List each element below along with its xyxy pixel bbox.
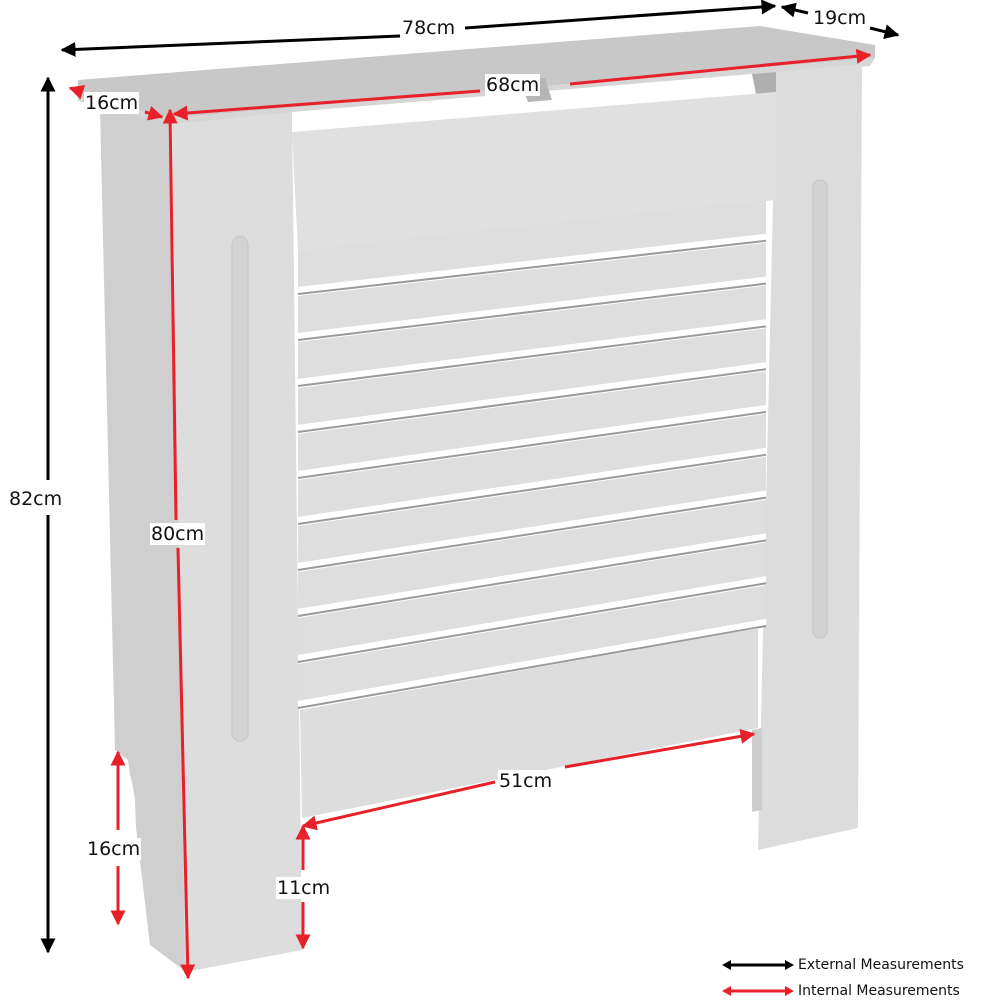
depth-label: 19cm bbox=[812, 7, 868, 29]
legend-external: External Measurements bbox=[722, 957, 964, 973]
slat bbox=[298, 328, 766, 425]
external-measurement-lines bbox=[40, 0, 900, 954]
slat bbox=[298, 414, 766, 517]
slat bbox=[298, 499, 766, 609]
top-rail bbox=[292, 92, 776, 250]
slat bbox=[298, 200, 766, 287]
slat bbox=[298, 242, 766, 333]
slat-grille bbox=[297, 200, 767, 709]
bottom-opening-height-label: 11cm bbox=[276, 877, 332, 899]
red-double-arrow-icon bbox=[722, 986, 794, 996]
slat bbox=[298, 456, 766, 563]
side-cutout-height-label: 16cm bbox=[86, 838, 142, 860]
right-groove bbox=[812, 179, 828, 639]
top-surface bbox=[78, 26, 875, 118]
inner-width-label: 68cm bbox=[485, 74, 541, 96]
black-double-arrow-icon bbox=[722, 960, 794, 970]
bottom-opening-width-label: 51cm bbox=[498, 770, 554, 792]
slat bbox=[298, 585, 766, 701]
legend-internal: Internal Measurements bbox=[722, 983, 960, 999]
internal-measurement-lines bbox=[68, 48, 872, 980]
side-depth-label: 16cm bbox=[84, 92, 140, 114]
right-front-leg bbox=[758, 64, 862, 850]
slat bbox=[298, 371, 766, 471]
slat bbox=[298, 542, 766, 655]
width-label: 78cm bbox=[401, 17, 457, 39]
slat bbox=[298, 285, 766, 379]
height-label: 82cm bbox=[8, 488, 64, 510]
inner-height-label: 80cm bbox=[150, 523, 206, 545]
bottom-rail bbox=[300, 628, 758, 818]
left-groove bbox=[231, 235, 249, 742]
legend-internal-label: Internal Measurements bbox=[798, 983, 960, 999]
legend-external-label: External Measurements bbox=[798, 957, 964, 973]
